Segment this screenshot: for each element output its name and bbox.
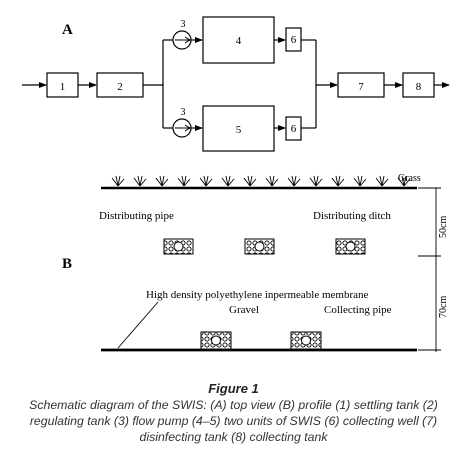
grass-tuft [111,175,125,187]
membrane-leader [117,301,159,349]
distributing-pipe-2 [244,238,275,255]
box-swis-unit-4: 4 [202,16,275,64]
panel-b-label: B [62,256,72,272]
box-label-5: 5 [236,124,242,136]
flow-lines [22,37,450,131]
figure-caption: Schematic diagram of the SWIS: (A) top v… [29,398,438,444]
box-label-7: 7 [358,81,364,93]
grass-tuft [353,175,367,187]
grass-tuft [177,175,191,187]
dimension-lines [418,187,441,352]
figure-title: Figure 1 [208,381,259,396]
dimension-70cm: 70cm [438,296,449,318]
collecting-pipe-1 [200,331,232,350]
grass-tuft [331,175,345,187]
grass-tuft [155,175,169,187]
panel-a-label: A [62,22,73,38]
box-label-1: 1 [60,81,66,93]
box-collecting-well-top: 6 [285,27,302,52]
pump-label-top: 3 [181,19,186,30]
collecting-pipe-2 [290,331,322,350]
grass-tuft [133,175,147,187]
collecting-pipe-label: Collecting pipe [324,304,392,316]
box-label-8: 8 [416,81,422,93]
pump-label-bottom: 3 [181,107,186,118]
box-label-6-top: 6 [291,34,297,46]
gravel-label: Gravel [229,304,259,316]
distributing-pipe-1 [163,238,194,255]
box-regulating-tank: 2 [96,72,144,98]
box-swis-unit-5: 5 [202,105,275,152]
grass-tuft [397,175,411,187]
distributing-pipe-3 [335,238,366,255]
swis-diagram: A 1 2 4 5 6 6 [22,16,450,352]
membrane-label: High density polyethylene inpermeable me… [146,289,368,301]
grass-tuft [375,175,389,187]
dimension-50cm: 50cm [438,216,449,238]
grass-tuft [221,175,235,187]
grass-tuft [265,175,279,187]
box-label-6-bottom: 6 [291,123,297,135]
distributing-pipe-label: Distributing pipe [99,210,174,222]
pump-top: 3 [172,19,192,50]
box-collecting-tank: 8 [402,72,435,98]
box-disinfecting-tank: 7 [337,72,385,98]
grass-tuft [309,175,323,187]
box-settling-tank: 1 [46,72,79,98]
box-label-2: 2 [117,81,123,93]
pump-bottom: 3 [172,107,192,138]
box-collecting-well-bottom: 6 [285,116,302,141]
box-label-4: 4 [236,35,242,47]
grass-tuft [199,175,213,187]
distributing-ditch-label: Distributing ditch [313,210,391,222]
grass-tufts [111,175,411,187]
grass-label: Grass [398,173,421,184]
grass-tuft [287,175,301,187]
grass-tuft [243,175,257,187]
